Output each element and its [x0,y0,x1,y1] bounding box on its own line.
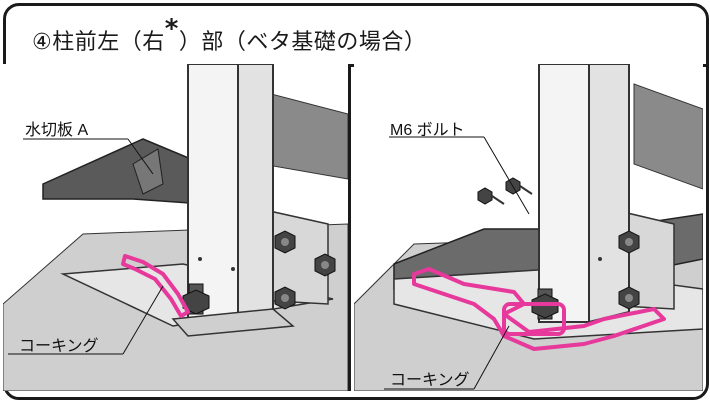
column-front-face [538,64,590,323]
caulking-bead-around-nut [502,302,566,336]
flashing-plate-a-label: 水切板 A [25,122,89,139]
flashing-plate-a-fold [132,148,164,195]
left-illustration-panel: 水切板 A コーキング [3,64,351,391]
column-base-shoe [171,308,295,337]
hex-bolt [274,230,296,254]
title-text-before: ④柱前左（右 [32,30,165,55]
title-asterisk: * [164,14,179,44]
hex-bolt [314,253,336,277]
flashing-plate-a [42,138,204,205]
column-front-face [187,64,239,320]
hex-bolt [618,230,640,254]
column-side-face [588,64,630,324]
hex-bolt [274,286,296,310]
column-side-face [237,64,274,321]
right-illustration-panel: M6 ボルト コーキング [354,64,703,391]
leader-line-top [483,136,530,215]
title-text-after: ）部（ベタ基礎の場合） [178,30,427,55]
m6-bolt [477,187,505,205]
caulking-label: コーキング [390,372,470,389]
m6-bolt-label: M6 ボルト [390,122,465,139]
right-illustration [354,64,703,391]
hex-bolt [618,286,640,310]
left-illustration [3,64,348,391]
anchor-nut [182,289,210,315]
page-title: ④柱前左（右*）部（ベタ基礎の場合） [32,16,427,56]
caulking-bead [412,267,666,351]
column-hole [598,257,602,261]
leader-line-bottom [473,325,510,390]
column-hole [198,257,202,261]
caulking-bead [121,254,190,318]
caulking-label: コーキング [19,338,99,355]
leader-line-bottom [122,285,164,355]
leader-line-top [127,138,154,175]
column-hole [231,267,235,271]
back-beam [633,83,703,190]
